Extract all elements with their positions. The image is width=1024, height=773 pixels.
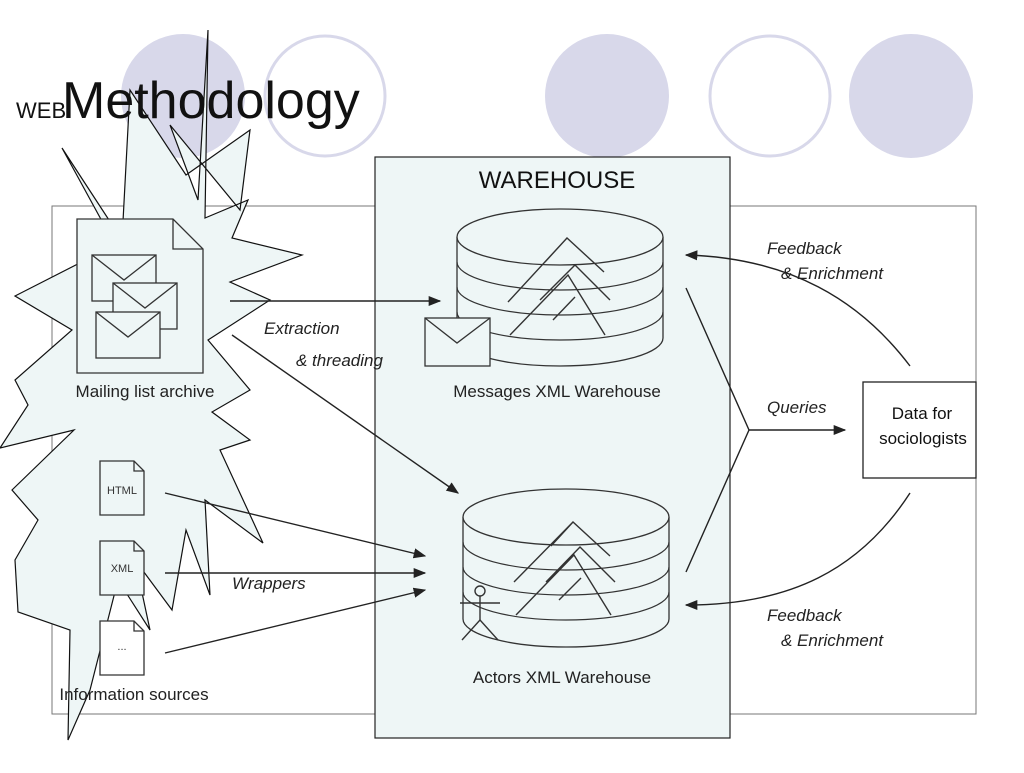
mailing-list-icon (76, 218, 204, 374)
doc-other-label: ... (117, 641, 126, 653)
page-title: Methodology (62, 72, 360, 130)
warehouse-title: WAREHOUSE (479, 167, 635, 194)
threading-label: & threading (296, 351, 383, 370)
web-label: WEB (16, 98, 66, 123)
tree-icon (513, 521, 616, 616)
other-document-icon: ... (99, 620, 145, 676)
envelope-icon (95, 311, 161, 359)
web-starburst (0, 29, 305, 741)
data-for-sociologists-box (862, 381, 977, 479)
actors-warehouse-cylinder (462, 488, 670, 648)
doc-xml-label: XML (111, 563, 134, 575)
messages-warehouse-cylinder (456, 208, 664, 367)
feedback-top-label: Feedback (767, 239, 843, 258)
extraction-arrow-actors (231, 334, 460, 494)
circle-filled-3 (849, 34, 973, 158)
wrappers-label: Wrappers (232, 574, 306, 593)
feedback-arrow-bottom (684, 492, 911, 611)
data-box-line1: Data for (892, 404, 953, 423)
feedback-bottom-label: Feedback (767, 606, 843, 625)
data-box-line2: sociologists (879, 429, 967, 448)
wrapper-arrow-html (164, 492, 427, 559)
queries-label: Queries (767, 398, 827, 417)
wrapper-arrow-other (164, 587, 427, 654)
actors-warehouse-label: Actors XML Warehouse (473, 668, 651, 687)
circle-ring-2 (708, 34, 832, 158)
extraction-label: Extraction (264, 319, 340, 338)
circle-ring-1 (263, 34, 387, 158)
xml-document-icon: XML (99, 540, 145, 596)
messages-warehouse-label: Messages XML Warehouse (453, 382, 661, 401)
enrichment-bottom-label: & Enrichment (781, 631, 884, 650)
circle-filled-2 (545, 34, 669, 158)
feedback-arrow-top (684, 250, 911, 367)
mailing-list-label: Mailing list archive (76, 382, 215, 401)
html-document-icon: HTML (99, 460, 145, 516)
doc-html-label: HTML (107, 485, 137, 497)
envelope-icon (424, 317, 491, 367)
info-sources-label: Information sources (59, 685, 208, 704)
tree-icon (507, 237, 611, 336)
enrichment-top-label: & Enrichment (781, 264, 884, 283)
actor-stick-figure-icon (460, 585, 500, 641)
